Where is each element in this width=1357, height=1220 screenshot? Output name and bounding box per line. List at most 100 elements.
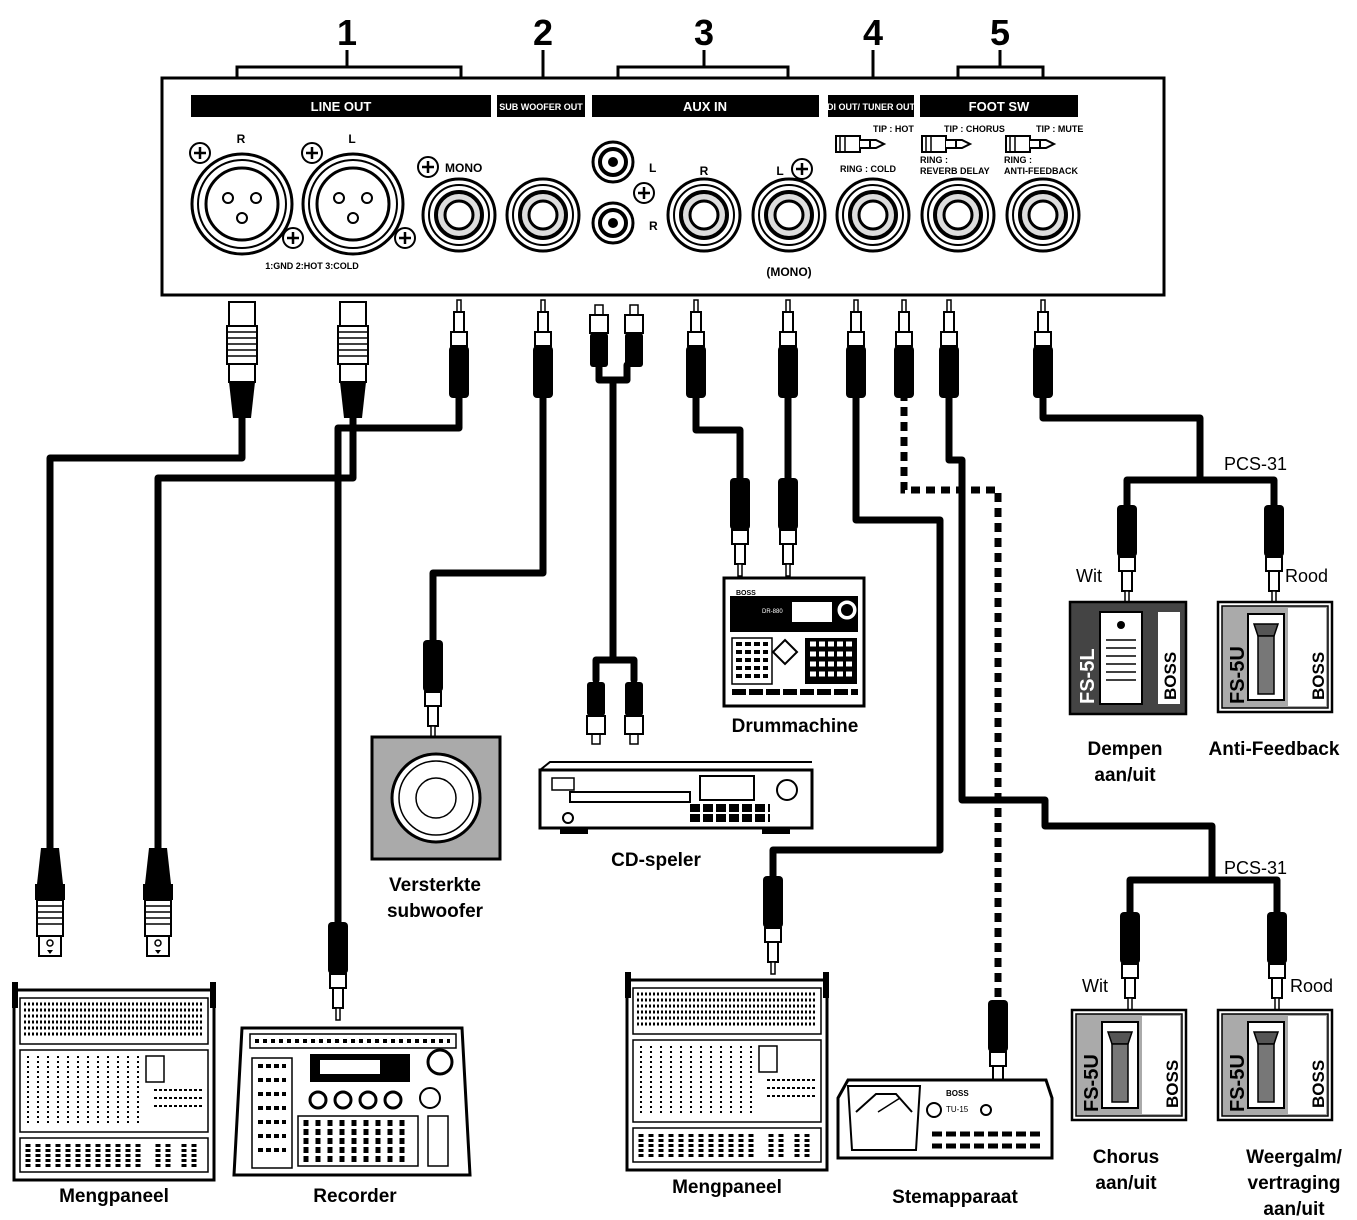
rca-jack-r (591, 201, 635, 245)
group-3-number: 3 (694, 12, 714, 53)
mixer-left (12, 982, 216, 1180)
mixer-right (625, 972, 829, 1170)
screw-icon (632, 181, 656, 205)
rca-jack-l (591, 140, 635, 184)
aux-r-jack (666, 177, 742, 253)
aux-r-label: R (700, 164, 709, 178)
xlr-plug (34, 847, 66, 957)
cd-player (538, 761, 814, 834)
phone-plug (777, 299, 799, 399)
foot-sw-2-jack (1005, 177, 1081, 253)
screw-icon (300, 141, 324, 165)
xlr-plug (337, 301, 369, 419)
fs1-ring-values: REVERB DELAY (920, 166, 990, 176)
mixer-left-label: Mengpaneel (59, 1186, 169, 1207)
rca-r-label: R (649, 219, 658, 233)
mute-label-line1: Dempen (1088, 739, 1163, 760)
phone-plug (685, 299, 707, 399)
foot-sw-1-jack (920, 177, 996, 253)
pedal-brand-text: BOSS (1163, 1060, 1182, 1108)
phone-plug (893, 299, 915, 399)
phone-plug (1119, 911, 1141, 1011)
reverb-label-line3: aan/uit (1263, 1199, 1325, 1220)
pedal-brand-text: BOSS (1161, 652, 1180, 700)
drum-model-text: DR-880 (762, 609, 783, 615)
subwoofer-label-line1: Versterkte (389, 875, 481, 896)
mono-jack (421, 177, 497, 253)
group-2-number: 2 (533, 12, 553, 53)
pcs-top-label: PCS-31 (1224, 454, 1287, 474)
rood-bottom-label: Rood (1290, 976, 1333, 996)
tuner-model-text: TU-15 (946, 1105, 969, 1114)
di-ring-label: RING : COLD (840, 164, 896, 174)
foot-sw-header (920, 95, 1078, 117)
xlr-jack-r (190, 152, 294, 256)
xlr-plug (142, 847, 174, 957)
mixer-right-label: Mengpaneel (672, 1177, 782, 1198)
trs-plug-icon (1005, 135, 1057, 153)
cables (46, 361, 1281, 1020)
pedal-model-text: FS-5L (1077, 648, 1099, 704)
fs2-ring-label: RING : (1004, 155, 1032, 165)
di-tip-label: TIP : HOT (873, 124, 914, 134)
phone-plug (532, 299, 554, 399)
pcs-bottom-label: PCS-31 (1224, 858, 1287, 878)
fs1-tip-label: TIP : CHORUS (944, 124, 1005, 134)
foot-sw-label: FOOT SW (969, 99, 1030, 114)
subwoofer-jack (505, 177, 581, 253)
rood-top-label: Rood (1285, 566, 1328, 586)
pedal-brand-text: BOSS (1309, 652, 1328, 700)
pedal-model-text: FS-5U (1227, 1054, 1249, 1112)
subwoofer-out-header (497, 95, 585, 117)
screw-icon (416, 155, 440, 179)
drum-brand-text: BOSS (736, 590, 756, 597)
rca-plug (624, 681, 644, 745)
mono-label: MONO (445, 161, 482, 175)
di-out-label: DI OUT/ TUNER OUT (827, 102, 915, 112)
xlr-plug (226, 301, 258, 419)
aux-mono-label: (MONO) (766, 265, 811, 279)
rca-plug (589, 304, 609, 368)
phone-plug (448, 299, 470, 399)
xlr-jack-l (301, 152, 405, 256)
drum-machine: BOSS DR-880 (722, 576, 866, 708)
drum-machine-label: Drummachine (732, 716, 859, 737)
chorus-label-line1: Chorus (1093, 1147, 1160, 1168)
rca-plug (586, 681, 606, 745)
fs2-tip-label: TIP : MUTE (1036, 124, 1083, 134)
aux-l-jack (751, 177, 827, 253)
group-5-number: 5 (990, 12, 1010, 53)
phone-plug (762, 875, 784, 975)
xlr-pin-label: 1:GND 2:HOT 3:COLD (265, 261, 359, 271)
tuner-label: Stemapparaat (892, 1187, 1018, 1208)
tuner: BOSS TU-15 (836, 1078, 1054, 1160)
mute-label-line2: aan/uit (1094, 765, 1156, 786)
reverb-label-line1: Weergalm/ (1246, 1147, 1342, 1168)
group-4-number: 4 (863, 12, 883, 53)
phone-plug (777, 477, 799, 577)
trs-plug-icon (921, 135, 973, 153)
subwoofer-label-line2: subwoofer (387, 901, 484, 922)
screw-icon (281, 226, 305, 250)
xlr-r-label: R (237, 132, 246, 146)
phone-plug (1263, 504, 1285, 604)
phone-plug (1266, 911, 1288, 1011)
fs1-ring-label: RING : (920, 155, 948, 165)
rca-plug (624, 304, 644, 368)
subwoofer-out-label: SUB WOOFER OUT (499, 102, 583, 112)
fs2-ring-values: ANTI-FEEDBACK (1004, 166, 1078, 176)
wit-bottom-label: Wit (1082, 976, 1108, 996)
pedal-fs-5l: FS-5L BOSS (1068, 600, 1188, 716)
aux-in-label: AUX IN (683, 99, 727, 114)
phone-plug (845, 299, 867, 399)
subwoofer (370, 735, 502, 861)
phone-plug (938, 299, 960, 399)
di-out-header (828, 95, 914, 117)
phone-plug (1032, 299, 1054, 399)
group-1-number: 1 (337, 12, 357, 53)
pedal-model-text: FS-5U (1081, 1054, 1103, 1112)
recorder (232, 1026, 472, 1177)
pedal-brand-text: BOSS (1309, 1060, 1328, 1108)
trs-plug-icon (835, 135, 887, 153)
